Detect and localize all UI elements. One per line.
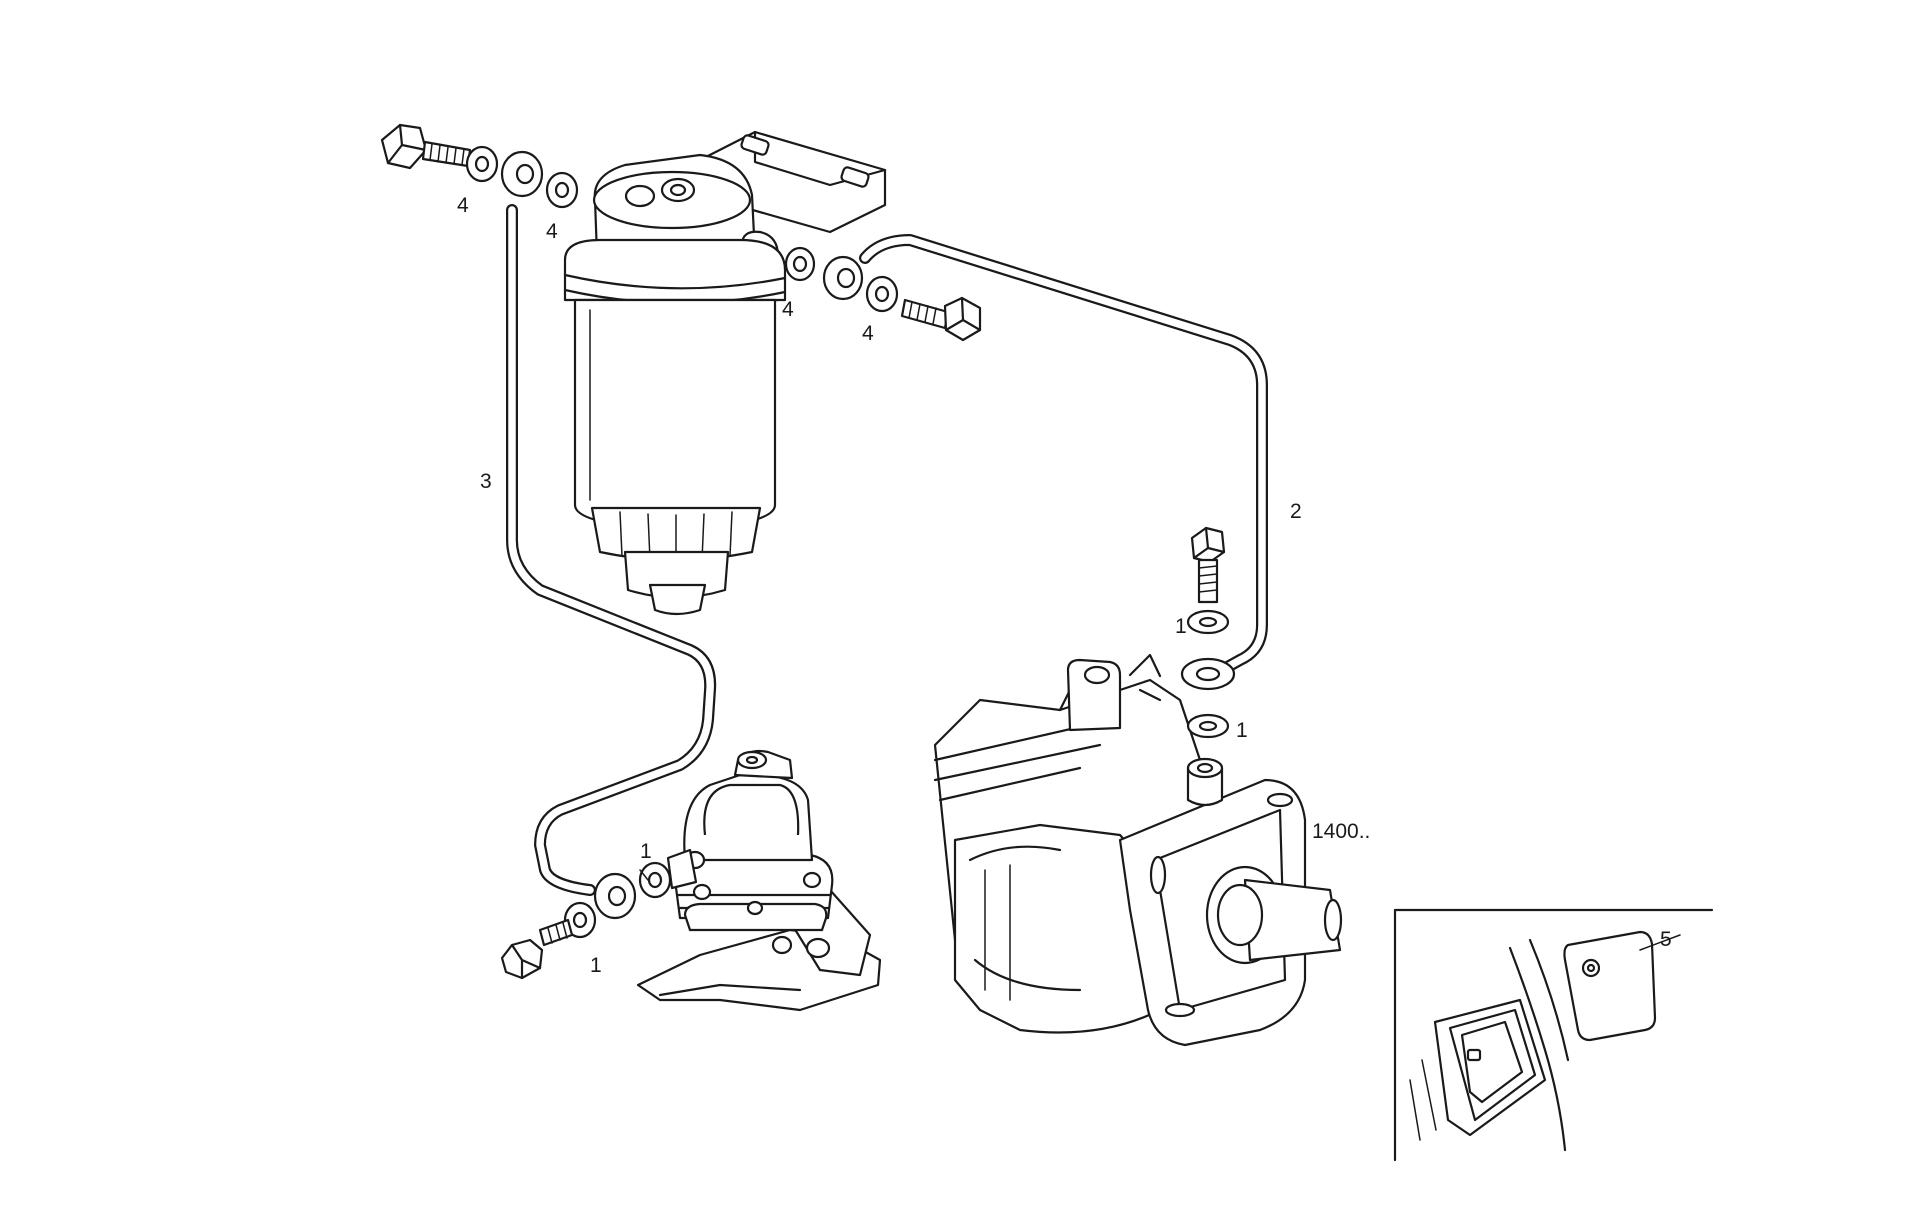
- fuel-pipe-3: [506, 204, 717, 896]
- callout-1-injection-washer-top: 1: [1175, 615, 1187, 638]
- callout-1-feed-pump-washer-bottom: 1: [590, 954, 602, 977]
- callout-4-filter-washer-left: 4: [782, 298, 794, 321]
- callout-4-banjo-washer: 4: [546, 220, 558, 243]
- top-left-banjo-fitting: [380, 123, 579, 209]
- fuel-filter: [563, 130, 887, 616]
- callout-3-fuel-pipe: 3: [480, 470, 492, 493]
- callout-1-injection-washer-bottom: 1: [1236, 719, 1248, 742]
- feed-pump-banjo-fitting: [500, 861, 672, 980]
- callout-4-bolt-washer: 4: [457, 194, 469, 217]
- filter-banjo-fitting: [784, 246, 982, 342]
- fuel-pipe-2: [859, 234, 1268, 676]
- fuel-feed-pump: [636, 749, 882, 1012]
- injection-pump-banjo-fitting: [1180, 526, 1236, 739]
- injection-pump: [933, 653, 1343, 1047]
- callout-4-filter-washer-right: 4: [862, 322, 874, 345]
- callout-2-fuel-pipe: 2: [1290, 500, 1302, 523]
- callout-leaders: [639, 869, 1681, 951]
- callout-1-feed-pump-washer-top: 1: [640, 840, 652, 863]
- inset-cover-detail: [1393, 908, 1714, 1162]
- callout-5-cover-plate: 5: [1660, 928, 1672, 951]
- pump-code-label: 1400..: [1312, 820, 1370, 843]
